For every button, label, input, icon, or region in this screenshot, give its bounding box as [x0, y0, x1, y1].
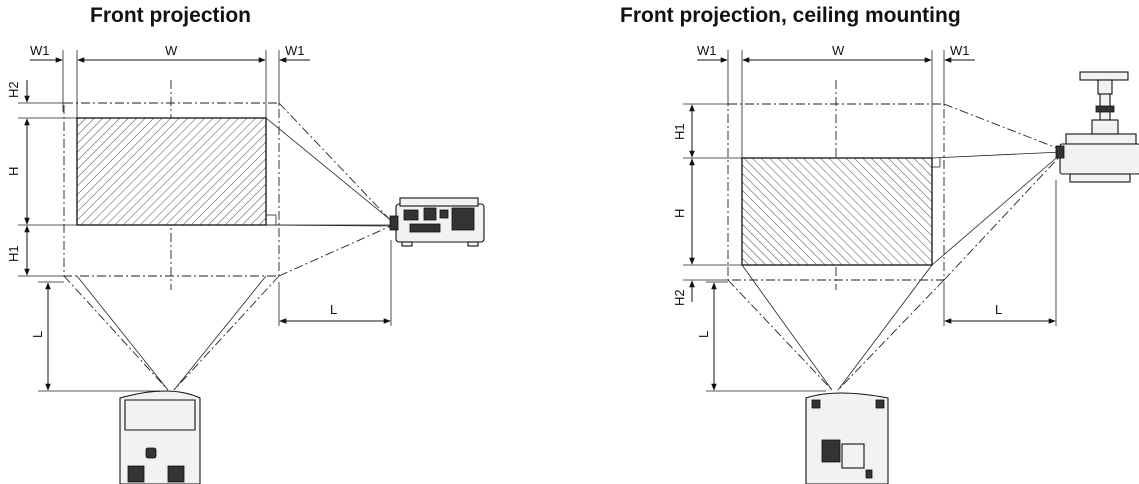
- label-h1: H1: [6, 245, 21, 262]
- projection-ray-inner: [76, 275, 169, 391]
- projection-ray: [173, 275, 280, 391]
- label-w1-right: W1: [950, 43, 970, 58]
- label-w: W: [832, 43, 845, 58]
- projection-ray: [63, 275, 169, 391]
- projection-ray: [943, 153, 1063, 281]
- label-w1-left: W1: [697, 43, 717, 58]
- projection-ray: [837, 279, 945, 391]
- projection-ray: [278, 102, 394, 224]
- label-l-side: L: [995, 302, 1002, 317]
- label-w1-left: W1: [30, 43, 50, 58]
- projector-side-view: [389, 197, 485, 247]
- projection-ray-inner: [173, 275, 267, 391]
- label-h2: H2: [672, 289, 687, 306]
- front-projection-diagram: W1 W W1 H2 H H1: [6, 43, 485, 484]
- screen-image: [76, 117, 267, 226]
- ceiling-mounting-diagram: W1 W W1 H1 H H2: [672, 43, 1139, 484]
- label-w1-right: W1: [285, 43, 305, 58]
- projection-ray: [727, 279, 833, 391]
- projection-ray-inner: [265, 117, 394, 223]
- projection-ray: [943, 103, 1063, 151]
- optical-axis: [931, 151, 1063, 159]
- label-h2: H2: [6, 81, 21, 98]
- projection-area-outline: [63, 102, 280, 277]
- screen-image: [741, 157, 933, 266]
- projection-ray-inner: [741, 264, 833, 391]
- projection-ray-inner: [265, 224, 394, 227]
- diagram-title-ceiling-mounting: Front projection, ceiling mounting: [620, 4, 961, 27]
- projector-front-view: [119, 390, 201, 484]
- label-h1: H1: [672, 123, 687, 140]
- label-l-front: L: [696, 331, 711, 338]
- diagram-title-front-projection: Front projection: [90, 4, 251, 27]
- label-h: H: [6, 167, 21, 176]
- label-h: H: [672, 209, 687, 218]
- projector-ceiling-side-view: [1055, 71, 1139, 183]
- label-w: W: [165, 43, 178, 58]
- projection-ray-inner: [837, 264, 933, 391]
- label-l-front: L: [30, 331, 45, 338]
- label-l-side: L: [330, 302, 337, 317]
- projection-ray-inner: [931, 152, 1063, 266]
- projector-ceiling-front-view: [805, 392, 889, 484]
- projection-ray: [278, 224, 394, 277]
